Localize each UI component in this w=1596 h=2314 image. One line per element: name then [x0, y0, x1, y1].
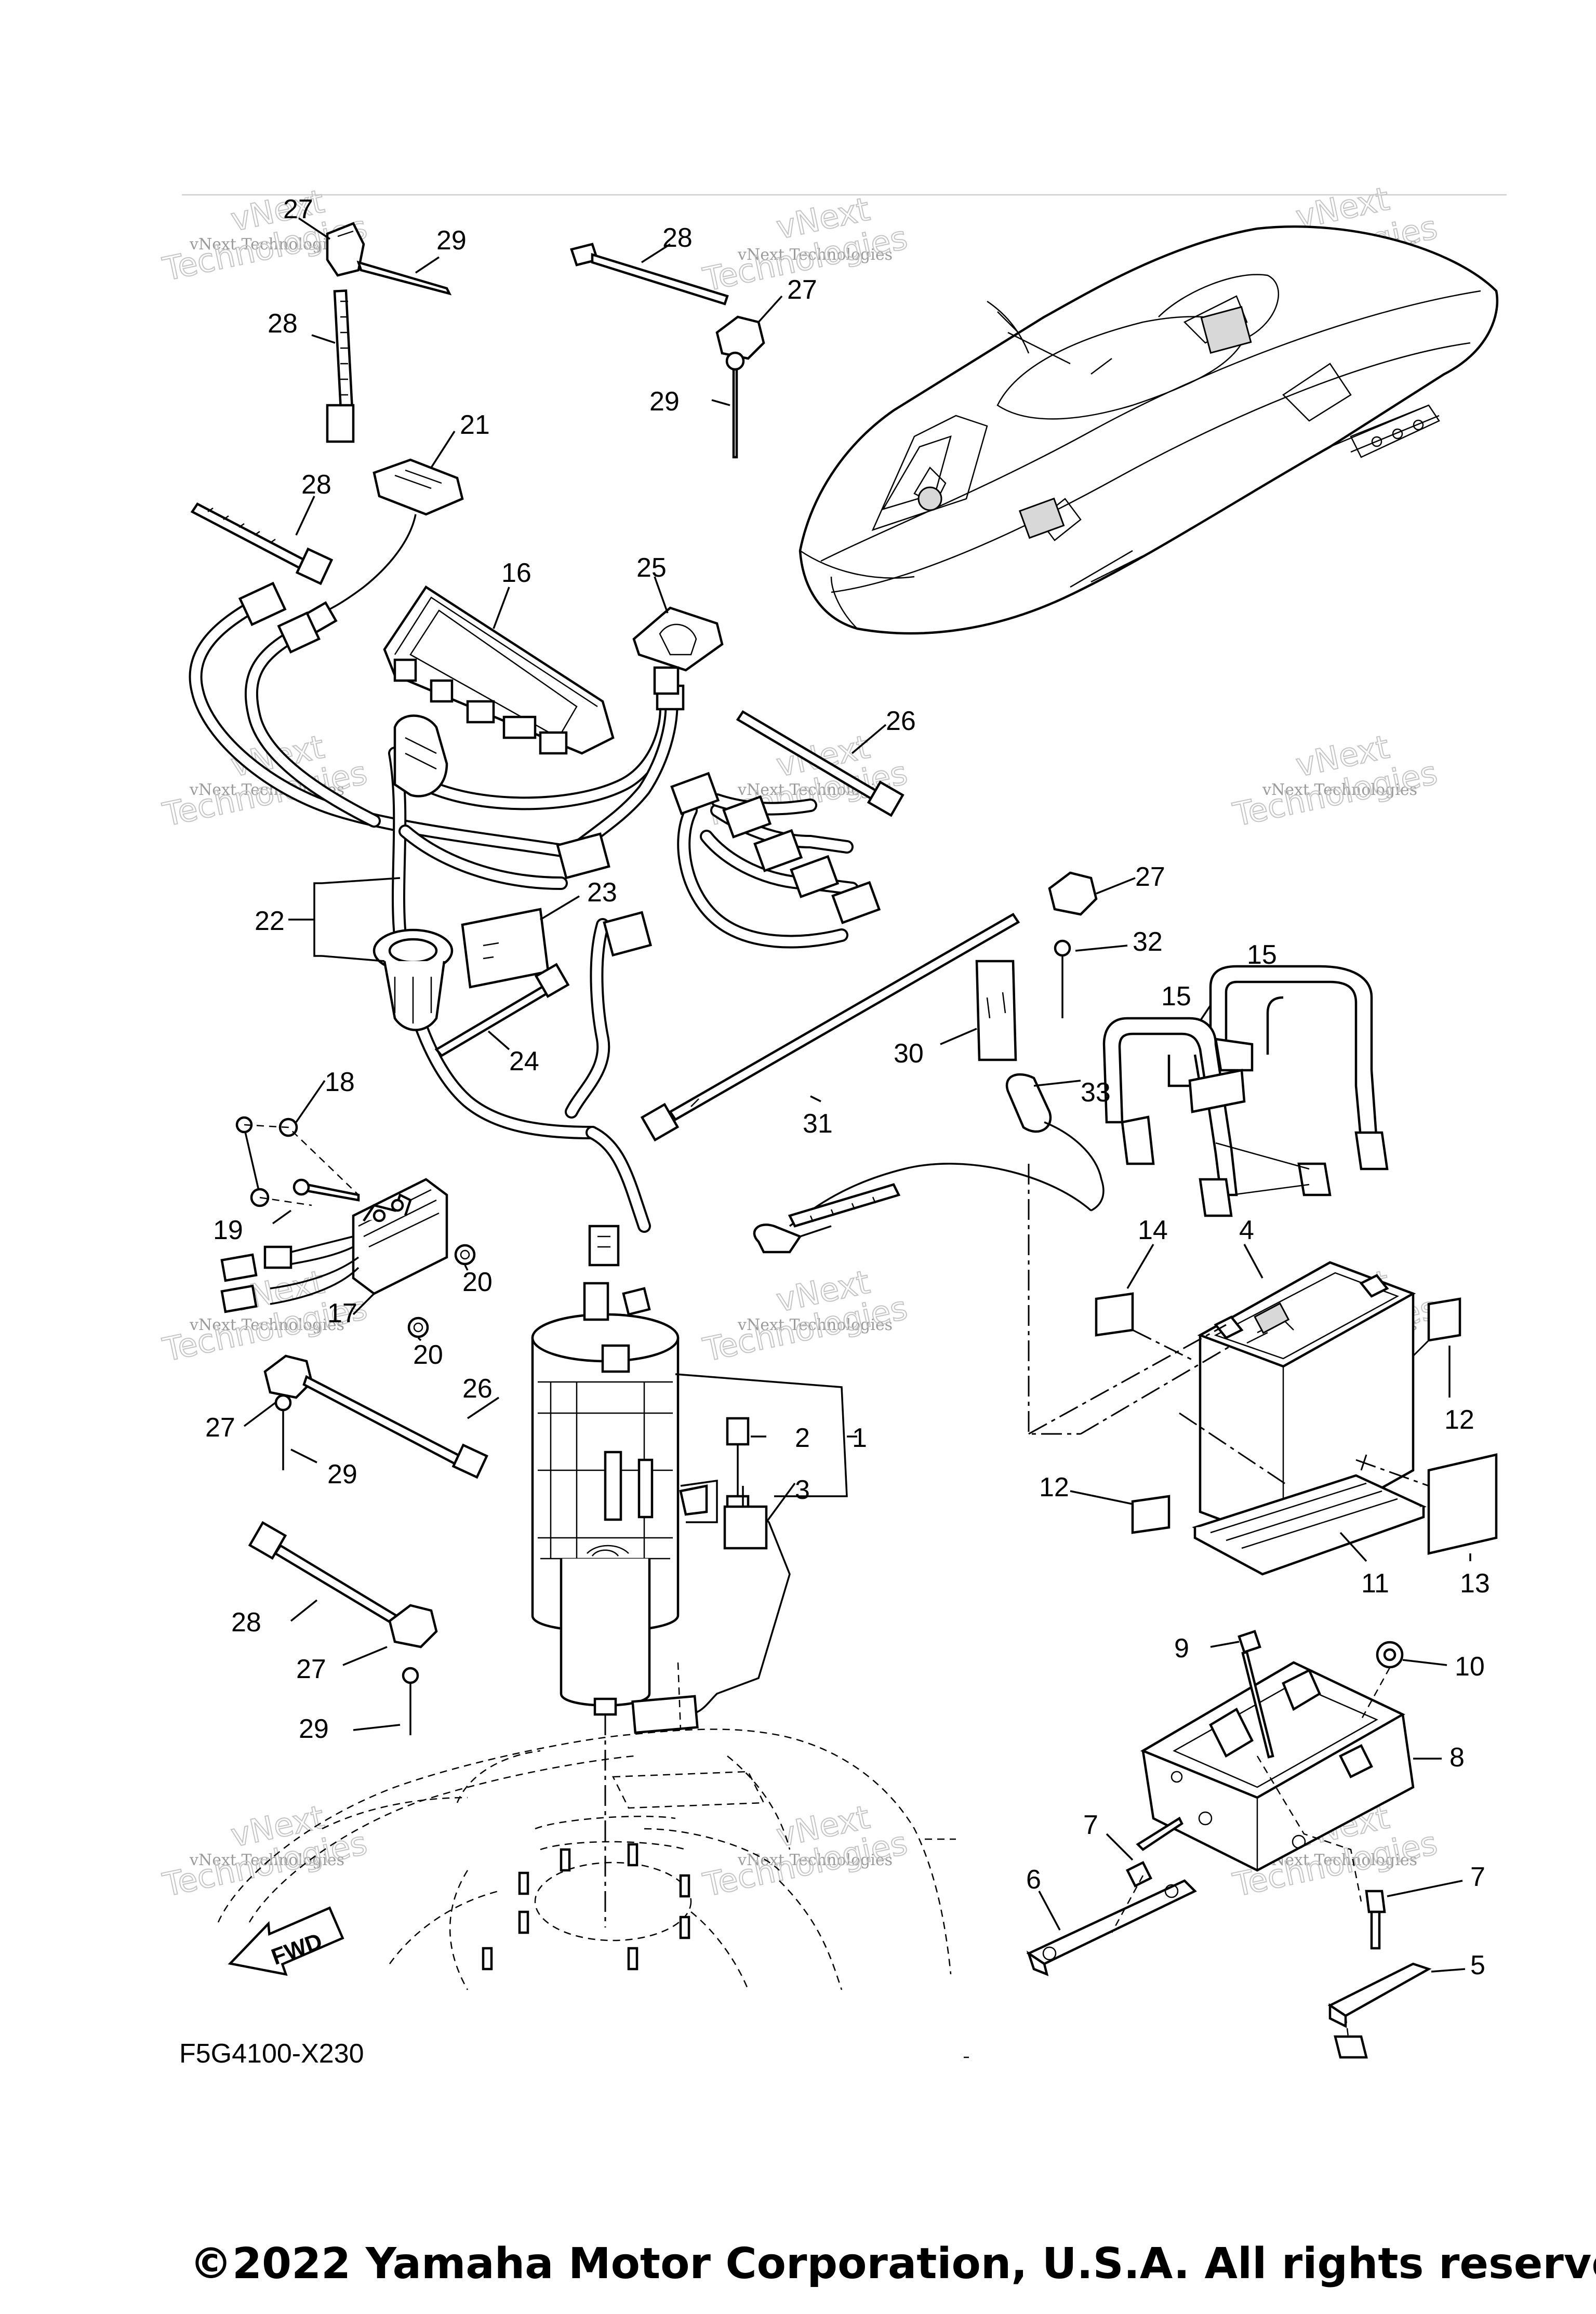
callout-2: 2 [795, 1423, 810, 1453]
callout-16: 16 [501, 558, 531, 588]
watermark-text: vNext Technologies [737, 246, 893, 264]
callout-25: 25 [636, 553, 667, 583]
watermark-text: vNext Technologies [1262, 781, 1417, 799]
mat-11 [1192, 1474, 1427, 1576]
sensor-3 [723, 1486, 768, 1550]
battery-box-8 [1140, 1661, 1415, 1872]
watermark-text: vNext Technologies [189, 1851, 344, 1869]
callout-32: 32 [1133, 927, 1163, 957]
callout-1: 1 [852, 1423, 867, 1453]
callout-27: 27 [1135, 862, 1165, 892]
callout-5: 5 [1470, 1950, 1485, 1980]
watermark-text: vNext Technologies [737, 1851, 893, 1869]
strap-15 [1102, 965, 1389, 1217]
callout-28: 28 [662, 223, 693, 253]
callout-27: 27 [205, 1413, 235, 1443]
callout-24: 24 [509, 1046, 539, 1076]
callout-22: 22 [255, 906, 285, 936]
tie-24 [434, 963, 570, 1057]
callout-9: 9 [1174, 1633, 1189, 1664]
callout-21: 21 [460, 410, 490, 440]
bolt-9 [1238, 1630, 1274, 1759]
tie-31 [640, 912, 1020, 1142]
callout-29: 29 [299, 1714, 329, 1744]
grommet [373, 928, 454, 1031]
copyright-notice: ©2022 Yamaha Motor Corporation, U.S.A. A… [190, 2239, 1596, 2289]
callout-12: 12 [1444, 1405, 1474, 1435]
bolt-7-right [1365, 1890, 1386, 1950]
callout-7: 7 [1083, 1810, 1098, 1840]
callout-4: 4 [1239, 1215, 1254, 1245]
pad-14 [1095, 1292, 1134, 1337]
fuel-pump-1 [531, 1282, 791, 1734]
callout-26: 26 [886, 706, 916, 736]
nut-10 [1360, 1641, 1404, 1720]
tie-clamp-topleft [326, 222, 452, 443]
watermark-text: vNext Technologies [737, 1316, 893, 1334]
diagram-code: F5G4100-X230 [179, 2039, 364, 2069]
clamp-tie-left-mid [263, 1354, 488, 1479]
callout-23: 23 [587, 877, 617, 908]
callout-19: 19 [213, 1215, 243, 1245]
meter-16 [383, 585, 615, 797]
callout-6: 6 [1026, 1865, 1041, 1895]
callout-20: 20 [462, 1267, 493, 1297]
callout-28: 28 [231, 1607, 261, 1638]
sensor-33 [753, 1073, 1105, 1254]
filter-2 [726, 1417, 750, 1513]
callout-14: 14 [1138, 1215, 1168, 1245]
callout-11: 11 [1361, 1568, 1389, 1599]
callout-28: 28 [268, 309, 298, 339]
callout-10: 10 [1455, 1652, 1485, 1682]
clamp-tie-bottom-left [248, 1521, 438, 1735]
callout-12: 12 [1039, 1472, 1069, 1502]
bolts-18-19 [235, 1116, 476, 1338]
bolt-7-left [1111, 1816, 1183, 1933]
tie-clamp-topcenter [570, 243, 765, 459]
callout-18: 18 [325, 1067, 355, 1097]
pad-12-left [1131, 1495, 1171, 1534]
callout-30: 30 [894, 1039, 924, 1069]
switch-25 [632, 606, 724, 695]
sticker-30 [975, 960, 1017, 1061]
watercraft-illustration [799, 225, 1499, 635]
callout-29: 29 [436, 225, 467, 256]
callout-3: 3 [795, 1475, 810, 1505]
watermark-text: vNext Technologies [189, 1316, 344, 1334]
callout-27: 27 [296, 1654, 326, 1684]
battery-4 [1197, 1261, 1416, 1545]
pad-13 [1427, 1453, 1498, 1555]
callout-15: 15 [1161, 981, 1191, 1012]
callout-29: 29 [327, 1459, 357, 1490]
callout-27: 27 [283, 194, 313, 224]
callout-27: 27 [787, 275, 817, 305]
callout-8: 8 [1449, 1743, 1465, 1773]
callout-7: 7 [1470, 1862, 1485, 1892]
bracket-6 [1026, 1879, 1197, 1976]
tie-26-top [736, 710, 905, 817]
callout-26: 26 [462, 1374, 493, 1404]
callout-15: 15 [1247, 940, 1277, 970]
callout-31: 31 [803, 1109, 833, 1139]
clamp-27-mid [1048, 871, 1098, 1018]
callout-33: 33 [1081, 1078, 1111, 1108]
callout-28: 28 [301, 470, 331, 500]
rectifier-17 [220, 1178, 448, 1313]
fwd-arrow-icon: FWD [228, 1906, 344, 1976]
callout-20: 20 [413, 1340, 443, 1370]
pad-12-right [1427, 1297, 1461, 1342]
callout-13: 13 [1460, 1568, 1490, 1599]
watermark-text: vNext Technologies [189, 235, 344, 254]
nut-bottom [1334, 2015, 1368, 2059]
tie-28-left [190, 502, 334, 586]
callout-29: 29 [649, 387, 680, 417]
callout-labels: 1 2 3 4 5 6 7 7 8 9 10 11 12 12 13 14 15… [205, 194, 1490, 1980]
bracket-5 [1327, 1962, 1432, 2028]
callout-17: 17 [327, 1298, 357, 1328]
wire-harness-22 [189, 581, 881, 1267]
hull-outline [217, 1662, 956, 1990]
